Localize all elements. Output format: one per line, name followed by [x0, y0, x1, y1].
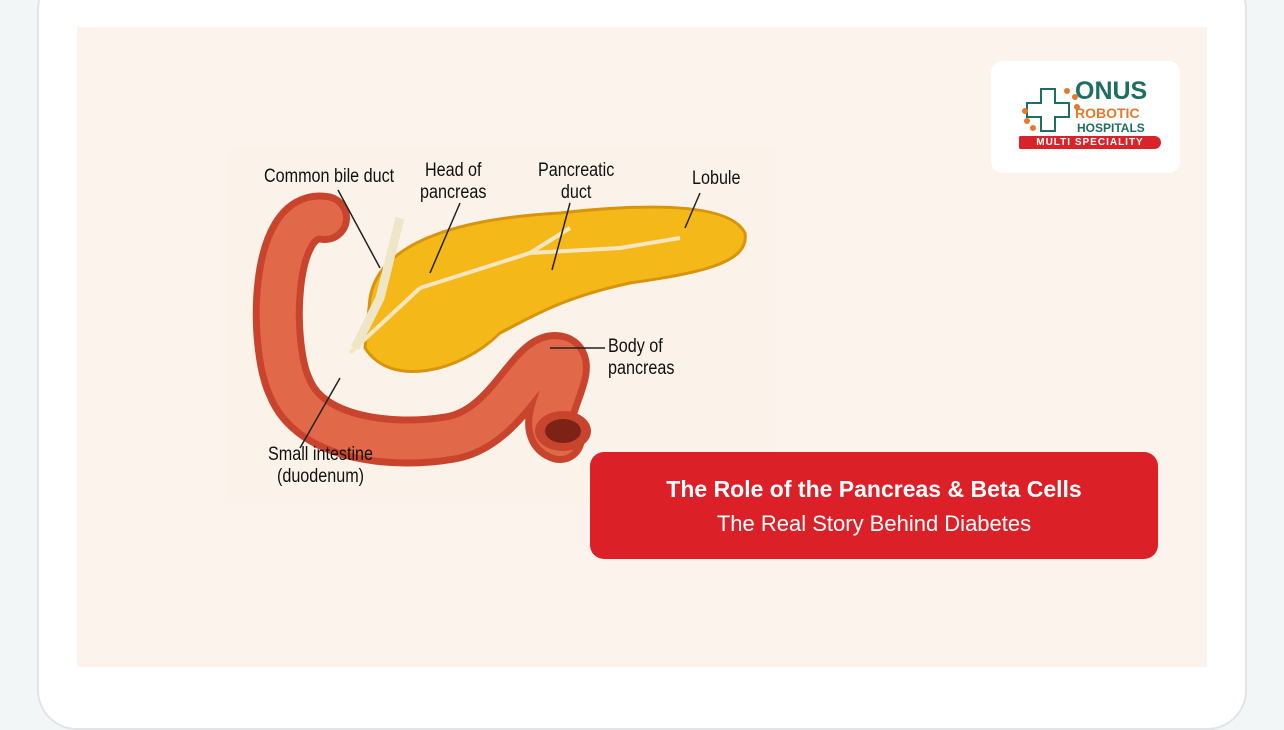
- pancreas-diagram: [252, 189, 747, 467]
- label-head-of-pancreas: Head of pancreas: [420, 160, 487, 203]
- label-body-of-pancreas: Body of pancreas: [608, 336, 675, 379]
- hospital-logo: ONUS ROBOTIC HOSPITALS MULTI SPECIALITY: [991, 61, 1180, 173]
- cross-emblem-icon: [1022, 88, 1080, 132]
- logo-name: ONUS: [1075, 77, 1148, 105]
- logo-line3: HOSPITALS: [1077, 121, 1145, 135]
- label-lobule: Lobule: [692, 168, 741, 189]
- logo-tagline: MULTI SPECIALITY: [1019, 136, 1161, 149]
- logo-line2: ROBOTIC: [1075, 105, 1140, 121]
- title-card: The Role of the Pancreas & Beta Cells Th…: [590, 452, 1158, 559]
- title: The Role of the Pancreas & Beta Cells: [666, 476, 1082, 502]
- label-small-intestine: Small intestine (duodenum): [268, 444, 374, 487]
- label-common-bile-duct: Common bile duct: [264, 166, 395, 187]
- pancreas-illustration: Common bile duct Head of pancreas Pancre…: [230, 148, 775, 503]
- label-pancreatic-duct: Pancreatic duct: [538, 160, 615, 203]
- subtitle: The Real Story Behind Diabetes: [716, 511, 1032, 536]
